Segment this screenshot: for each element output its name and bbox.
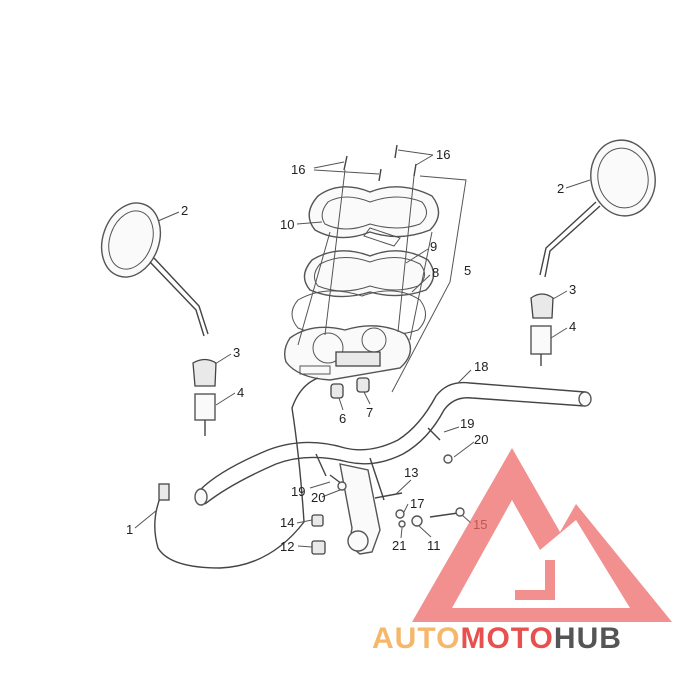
part-label-5: 5	[464, 263, 471, 278]
part-label-18: 18	[474, 359, 488, 374]
part-label-1: 1	[126, 522, 133, 537]
washer-11	[411, 515, 423, 527]
exploded-view-guides	[297, 169, 433, 346]
brand-text-moto: MOTO	[460, 622, 553, 655]
left-mirror-boot	[192, 358, 217, 387]
part-label-10: 10	[280, 217, 294, 232]
part-label-3-right: 3	[569, 282, 576, 297]
part-label-11: 11	[427, 538, 441, 553]
leader-lines	[134, 149, 591, 548]
indicator-bulb-6	[330, 383, 344, 399]
part-label-6: 6	[339, 411, 346, 426]
brand-wordmark: AUTOMOTOHUB	[372, 622, 622, 655]
right-mirror	[539, 139, 656, 278]
indicator-bulb-7	[356, 377, 370, 393]
part-label-16-left: 16	[291, 162, 305, 177]
part-label-19-left: 19	[291, 484, 305, 499]
part-label-21: 21	[392, 538, 406, 553]
screws-16	[343, 144, 417, 182]
spacer-17	[395, 509, 405, 519]
part-label-8: 8	[432, 265, 439, 280]
nut-20-left	[337, 481, 347, 491]
part-label-20-right: 20	[474, 432, 488, 447]
nut-12	[311, 540, 326, 555]
part-label-9: 9	[430, 239, 437, 254]
part-label-14: 14	[280, 515, 294, 530]
handlebar	[194, 381, 592, 506]
right-mirror-boot	[530, 293, 554, 319]
part-label-4-left: 4	[237, 385, 244, 400]
part-label-20-left: 20	[311, 490, 325, 505]
part-number-labels: 1 2 2 3 3 4 4 5 6 7 8 9 10 11 12 13 14 1…	[126, 147, 576, 554]
part-label-3-left: 3	[233, 345, 240, 360]
left-mirror	[100, 202, 209, 337]
part-label-12: 12	[280, 539, 294, 554]
nut-20-right	[443, 454, 453, 464]
part-label-19-right: 19	[460, 416, 474, 431]
brand-text-auto: AUTO	[372, 622, 460, 655]
left-mirror-adapter	[194, 393, 216, 436]
nut-14	[311, 514, 324, 527]
part-label-16-right: 16	[436, 147, 450, 162]
part-label-4-right: 4	[569, 319, 576, 334]
part-label-2-right: 2	[557, 181, 564, 196]
brand-text-hub: HUB	[554, 622, 622, 655]
part-label-17: 17	[410, 496, 424, 511]
dashboard-housing	[283, 325, 412, 381]
dashboard-gasket	[291, 290, 426, 336]
screw-19-right	[427, 427, 441, 441]
right-mirror-adapter	[530, 325, 552, 366]
part-label-13: 13	[404, 465, 418, 480]
svg-text:AUTOMOTOHUB: AUTOMOTOHUB	[372, 622, 622, 655]
bolt-15	[429, 507, 465, 518]
washer-21	[398, 520, 406, 528]
dashboard-lens	[303, 250, 435, 298]
throttle-cable	[154, 377, 319, 569]
part-label-2-left: 2	[181, 203, 188, 218]
bolt-13	[374, 492, 403, 499]
brand-logo	[412, 448, 672, 622]
handlebar-clamp	[315, 453, 385, 555]
part-label-7: 7	[366, 405, 373, 420]
